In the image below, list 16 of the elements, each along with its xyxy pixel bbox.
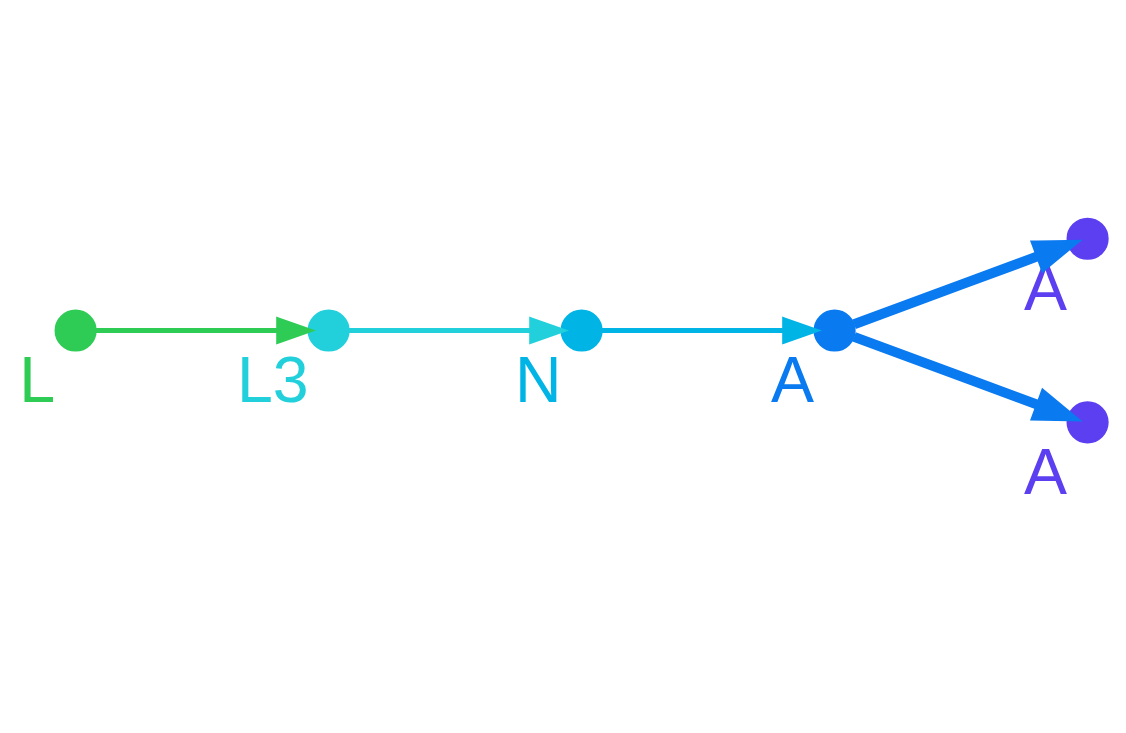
- arrow: [95, 316, 316, 345]
- node-label: N: [514, 343, 562, 416]
- arrow: [852, 239, 1083, 329]
- node-circle: [813, 309, 856, 352]
- arrow: [601, 316, 822, 345]
- node-circle: [307, 309, 350, 352]
- node-circle: [1066, 217, 1109, 260]
- arrow: [348, 316, 569, 345]
- node-circle: [54, 309, 97, 352]
- node-label: L: [19, 343, 56, 416]
- node-label: L3: [236, 343, 309, 416]
- arrow: [852, 332, 1083, 422]
- node-circle: [560, 309, 603, 352]
- node-label: A: [770, 343, 814, 416]
- node-label: A: [1023, 435, 1067, 508]
- node-circle: [1066, 401, 1109, 444]
